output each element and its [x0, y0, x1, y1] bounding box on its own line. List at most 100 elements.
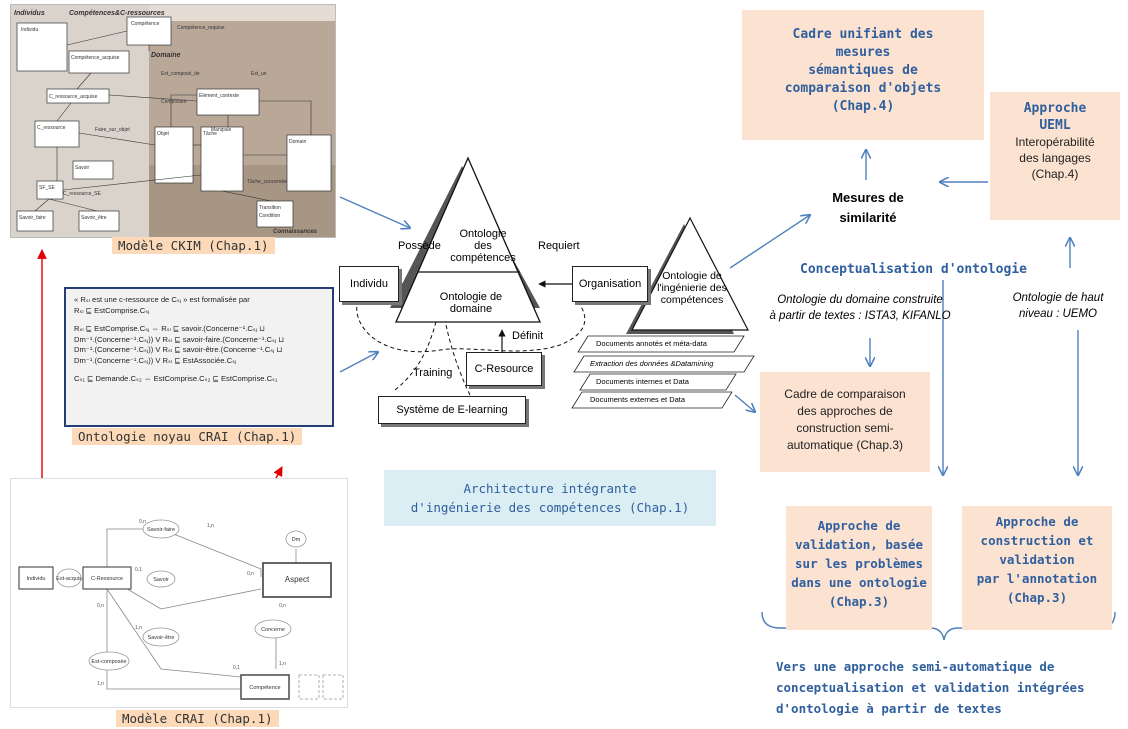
cadre-comparaison-box: Cadre de comparaison des approches de co… — [760, 372, 930, 472]
onto-competences-label: Ontologie des compétences — [450, 228, 516, 264]
approche-ueml-title: UEML — [1039, 118, 1071, 133]
crai-core-line: Rₛₗ ⊑ EstComprise.Cₛⱼ ⇔ Rₛₗ ⊑ savoir.(Co… — [74, 324, 266, 333]
svg-text:Tâche_concernée: Tâche_concernée — [247, 179, 287, 185]
competence-ontology-triangle — [395, 156, 541, 323]
engineering-ontology-triangle — [631, 216, 749, 331]
crai-core-line: « Rₛₗ est une c-ressource de Cₛⱼ » est f… — [74, 295, 250, 304]
layer-label: Documents externes et Data — [590, 395, 686, 404]
crai-relation-label: Savoir-faire — [147, 527, 175, 533]
elearning-label: Système de E-learning — [396, 404, 508, 416]
onto-domaine-textes-line: Ontologie du domaine construite — [777, 294, 943, 306]
svg-text:C_ressource_SE: C_ressource_SE — [63, 191, 101, 197]
arrow-ckim-to-arch — [339, 196, 410, 228]
crai-core-line: Cₛ₁ ⊑ Demande.Cₛ₂ ⇔ EstComprise.Cₛ₂ ⊑ Es… — [74, 374, 278, 383]
approche-validation-line: (Chap.3) — [828, 594, 890, 609]
svg-text:Composant: Composant — [161, 99, 187, 105]
onto-domaine-textes-label: Ontologie du domaine construite à partir… — [754, 292, 966, 324]
svg-text:Savoir_faire: Savoir_faire — [19, 215, 46, 221]
crai-core-line: Dm⁻¹.(Concerne⁻¹.Cₛⱼ)) V Rₛₗ ⊑ savoir-fa… — [74, 334, 285, 344]
arrow-arch-to-comparaison — [734, 394, 755, 412]
possede-label: Possède — [398, 240, 441, 252]
organisation-label: Organisation — [578, 278, 642, 290]
dashed-curve-2 — [394, 317, 438, 391]
crai-relation-label: Est-composée — [91, 659, 126, 665]
svg-text:Manipule: Manipule — [211, 127, 232, 133]
cadre-comparaison-line: automatique (Chap.3) — [786, 438, 904, 452]
svg-text:Connaissances: Connaissances — [273, 229, 318, 235]
approche-validation-line: Approche de — [817, 518, 901, 533]
cadre-unifiant-line: (Chap.4) — [831, 99, 895, 114]
svg-text:Transition: Transition — [259, 205, 281, 211]
crai-cardinality: 0,n — [97, 603, 104, 609]
svg-text:Individus: Individus — [14, 10, 45, 17]
cadre-unifiant-line: Cadre unifiant des — [792, 27, 934, 42]
training-label: Training — [413, 367, 453, 379]
crai-core-line: Dm⁻¹.(Concerne⁻¹.Cₛⱼ)) V Rₛₗ ⊑ EstAssoci… — [74, 355, 237, 365]
crai-cardinality: 1,n — [97, 681, 104, 687]
approche-construction-line: validation — [999, 552, 1075, 567]
ckim-model-image: Individus Compétences&C-ressources Domai… — [10, 4, 336, 238]
crai-er-drawing: Individu C-Ressource Aspect Compétence E… — [18, 519, 344, 700]
conceptualisation-label: Conceptualisation d'ontologie — [800, 262, 1027, 277]
crai-relation-label: Concerne — [261, 627, 285, 633]
layer-label: Extraction des données &Datamining — [590, 359, 714, 368]
approche-ueml-title: Approche — [1023, 101, 1087, 116]
elearning-box: Système de E-learning — [378, 396, 526, 424]
conclusion-line: conceptualisation et validation intégrée… — [776, 680, 1085, 695]
ckim-caption: Modèle CKIM (Chap.1) — [112, 237, 275, 254]
organisation-box: Organisation — [572, 266, 648, 302]
approche-validation-line: validation, basée — [795, 537, 923, 552]
approche-construction-line: par l'annotation — [976, 571, 1098, 586]
cadre-unifiant-line: comparaison d'objets — [784, 81, 942, 96]
svg-text:Objet: Objet — [157, 131, 170, 137]
conclusion-label: Vers une approche semi-automatique de co… — [776, 656, 1124, 719]
svg-text:Domain: Domain — [289, 139, 306, 145]
crai-caption: Modèle CRAI (Chap.1) — [116, 710, 279, 727]
architecture-caption-line: Architecture intégrante — [463, 481, 637, 496]
approche-construction-box: Approche de construction et validation p… — [962, 506, 1112, 630]
svg-text:Savoir: Savoir — [75, 165, 90, 171]
svg-text:C_ressource_acquise: C_ressource_acquise — [49, 94, 98, 100]
crai-cardinality: 1,n — [279, 661, 286, 667]
svg-text:Condition: Condition — [259, 213, 280, 219]
cadre-comparaison-line: des approches de — [797, 404, 893, 418]
definit-label: Définit — [512, 330, 544, 342]
approche-ueml-body: des langages — [1019, 151, 1091, 165]
mesures-line: Mesures de — [832, 190, 904, 205]
approche-construction-line: (Chap.3) — [1006, 590, 1068, 605]
crai-cardinality: 1,n — [135, 625, 142, 631]
approche-validation-line: dans une ontologie — [791, 575, 927, 590]
architecture-caption: Architecture intégrante d'ingénierie des… — [384, 470, 716, 526]
approche-construction-line: Approche de — [995, 514, 1079, 529]
svg-text:Domaine: Domaine — [151, 52, 181, 59]
crai-core-box: « Rₛₗ est une c-ressource de Cₛⱼ » est f… — [64, 287, 334, 427]
c-resource-label: C-Resource — [474, 363, 534, 375]
conclusion-line: d'ontologie à partir de textes — [776, 701, 1002, 716]
individu-box: Individu — [339, 266, 399, 302]
crai-core-line: Rₛₗ ⊑ EstComprise.Cₛⱼ — [74, 305, 150, 315]
crai-entity-label: Aspect — [285, 575, 310, 584]
svg-text:C_ressource: C_ressource — [37, 125, 66, 131]
architecture-caption-line: d'ingénierie des compétences (Chap.1) — [410, 500, 690, 515]
crai-cardinality: 0,n — [139, 519, 146, 525]
crai-cardinality: 0,n — [279, 603, 286, 609]
svg-text:Compétence: Compétence — [131, 21, 160, 27]
onto-ingenierie-label: Ontologie de l'ingénierie des compétence… — [657, 270, 727, 306]
svg-text:Faire_sur_objet: Faire_sur_objet — [95, 127, 130, 133]
c-resource-box: C-Resource — [466, 352, 542, 386]
approche-validation-line: sur les problèmes — [795, 556, 923, 571]
onto-haut-niveau-line: niveau : UEMO — [1019, 308, 1097, 320]
cadre-unifiant-line: sémantiques de — [808, 63, 918, 78]
cadre-unifiant-box: Cadre unifiant des mesures sémantiques d… — [742, 10, 984, 140]
svg-text:Savoir_être: Savoir_être — [81, 215, 107, 221]
crai-entity-label: C-Ressource — [91, 576, 123, 582]
svg-text:Compétence_requise: Compétence_requise — [177, 25, 225, 31]
crai-relation-label: Savoir-être — [148, 635, 175, 641]
approche-validation-box: Approche de validation, basée sur les pr… — [786, 506, 932, 630]
mesures-similarite-label: Mesures de similarité — [812, 188, 924, 228]
crai-core-caption: Ontologie noyau CRAI (Chap.1) — [72, 428, 303, 445]
approche-ueml-body: (Chap.4) — [1031, 167, 1079, 181]
crai-entity-label: Individu — [27, 576, 46, 582]
arrow-crai-core-to-arch — [339, 352, 378, 373]
